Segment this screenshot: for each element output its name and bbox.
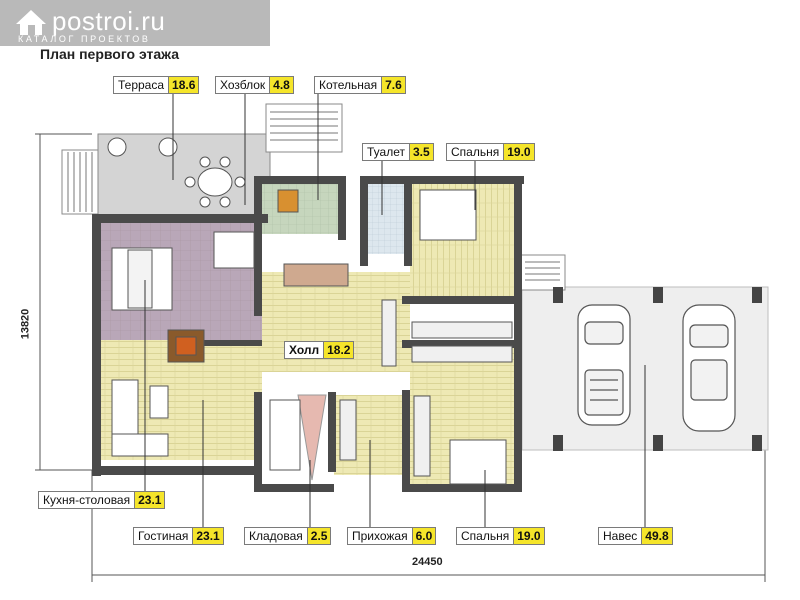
room-tag-entry: Прихожая 6.0 xyxy=(347,527,437,545)
room-area: 4.8 xyxy=(269,77,293,93)
dimension-lines xyxy=(35,133,766,582)
logo-text: postroi.ru xyxy=(52,6,166,36)
room-name: Гостиная xyxy=(138,529,189,543)
room-name: Кладовая xyxy=(249,529,303,543)
room-area: 7.6 xyxy=(381,77,405,93)
dimension-height: 13820 xyxy=(19,308,32,340)
room-name: Навес xyxy=(603,529,638,543)
car-left xyxy=(577,304,631,426)
room-tag-pantry: Кладовая 2.5 xyxy=(244,527,332,545)
room-area: 23.1 xyxy=(134,492,165,508)
room-area: 19.0 xyxy=(513,528,544,544)
room-tag-carport: Навес 49.8 xyxy=(598,527,673,545)
room-area: 3.5 xyxy=(408,144,433,160)
room-area: 23.1 xyxy=(192,528,223,544)
room-tag-living: Гостиная 23.1 xyxy=(133,527,224,545)
terrace xyxy=(61,103,343,219)
dimension-width: 24450 xyxy=(412,556,443,568)
room-tag-utility: Хозблок 4.8 xyxy=(215,76,294,94)
plan-title: План первого этажа xyxy=(40,46,180,62)
room-name: Прихожая xyxy=(352,529,408,543)
room-name: Котельная xyxy=(319,78,378,92)
room-area: 49.8 xyxy=(641,528,672,544)
fixtures xyxy=(111,189,513,485)
car-right xyxy=(682,304,736,432)
room-tag-hall: Холл 18.2 xyxy=(284,341,355,359)
room-name: Хозблок xyxy=(220,78,266,92)
room-name: Спальня xyxy=(461,529,510,543)
room-name: Спальня xyxy=(451,145,500,159)
room-tag-terrace: Терраса 18.6 xyxy=(113,76,200,94)
logo-banner[interactable]: postroi.ru КАТАЛОГ ПРОЕКТОВ xyxy=(0,0,270,46)
room-tag-toilet: Туалет 3.5 xyxy=(362,143,434,161)
room-area: 19.0 xyxy=(503,144,534,160)
house-icon xyxy=(16,10,46,35)
room-tag-kitchen: Кухня-столовая 23.1 xyxy=(38,491,166,509)
walls xyxy=(92,176,524,492)
room-name: Туалет xyxy=(367,145,405,159)
room-tag-bedroom-top: Спальня 19.0 xyxy=(446,143,535,161)
logo-subtitle: КАТАЛОГ ПРОЕКТОВ xyxy=(18,34,151,44)
room-tag-bedroom-bottom: Спальня 19.0 xyxy=(456,527,545,545)
room-area: 18.2 xyxy=(323,342,354,358)
room-name: Холл xyxy=(289,343,320,357)
room-area: 6.0 xyxy=(411,528,436,544)
room-area: 2.5 xyxy=(306,528,331,544)
room-name: Терраса xyxy=(118,78,165,92)
room-tag-boiler: Котельная 7.6 xyxy=(314,76,406,94)
room-name: Кухня-столовая xyxy=(43,493,131,507)
room-area: 18.6 xyxy=(168,77,199,93)
